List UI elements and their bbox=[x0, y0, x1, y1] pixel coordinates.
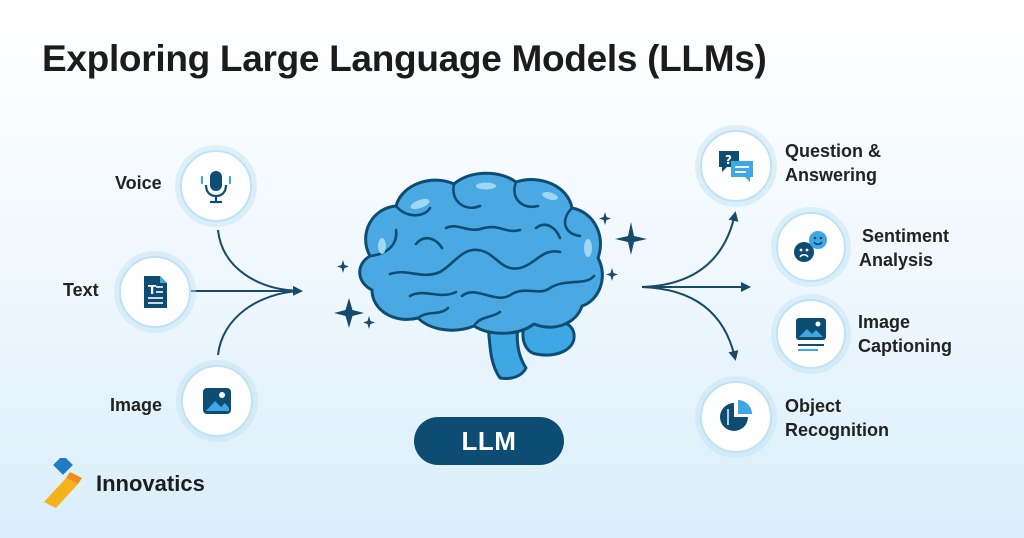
sentiment-label-line1: Sentiment bbox=[862, 226, 950, 246]
captioning-label: Image Captioning bbox=[858, 310, 952, 358]
page-title: Exploring Large Language Models (LLMs) bbox=[42, 38, 767, 79]
image-icon bbox=[203, 388, 231, 414]
microphone-icon bbox=[200, 171, 232, 204]
document-icon: T bbox=[144, 276, 167, 308]
sentiment-label-line2: Analysis bbox=[859, 250, 934, 270]
emotion-faces-icon bbox=[794, 231, 827, 262]
captioning-label-line1: Image bbox=[858, 312, 911, 332]
text-node: T bbox=[119, 256, 191, 328]
svg-text:T: T bbox=[148, 283, 157, 297]
qa-label-line2: Answering bbox=[785, 165, 878, 185]
qa-node: ? bbox=[700, 130, 772, 202]
object-label-line1: Object bbox=[785, 396, 842, 416]
object-node bbox=[700, 381, 772, 453]
captioning-node bbox=[776, 299, 846, 369]
voice-label: Voice bbox=[115, 173, 162, 193]
object-label-line2: Recognition bbox=[785, 420, 889, 440]
brain-icon bbox=[358, 171, 604, 380]
object-label: Object Recognition bbox=[785, 394, 889, 442]
sentiment-label: Sentiment Analysis bbox=[859, 224, 950, 272]
svg-text:?: ? bbox=[725, 153, 732, 167]
image-label: Image bbox=[110, 395, 163, 415]
sparkle-icons bbox=[334, 212, 647, 329]
sentiment-node bbox=[776, 212, 846, 282]
captioning-label-line2: Captioning bbox=[858, 336, 952, 356]
voice-node bbox=[180, 150, 252, 222]
brand-name: Innovatics bbox=[96, 471, 205, 496]
pie-chart-icon bbox=[720, 400, 752, 431]
llm-label: LLM bbox=[414, 417, 564, 465]
innovatics-logo bbox=[44, 458, 82, 508]
image-arrow bbox=[217, 290, 301, 356]
chat-bubbles-icon: ? bbox=[719, 151, 753, 182]
text-label: Text bbox=[63, 280, 99, 300]
caption-image-icon bbox=[796, 318, 826, 351]
qa-arrow bbox=[641, 211, 739, 288]
qa-label-line1: Question & bbox=[785, 141, 882, 161]
image-node bbox=[181, 365, 253, 437]
caption-arrow bbox=[641, 286, 739, 361]
qa-label: Question & Answering bbox=[785, 139, 881, 187]
voice-arrow bbox=[217, 229, 303, 296]
